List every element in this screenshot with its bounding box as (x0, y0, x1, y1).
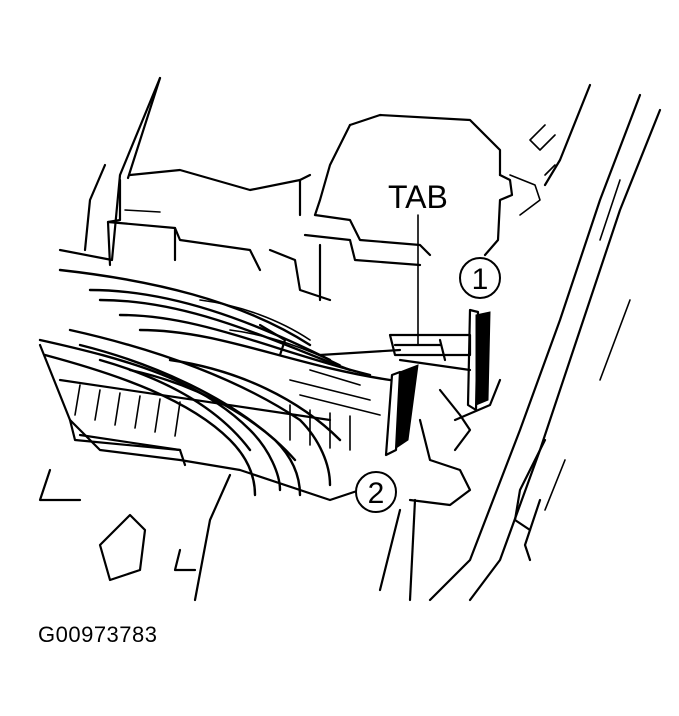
removal-tool-2 (384, 364, 419, 457)
removal-tool-1 (466, 308, 491, 412)
wire-harness (38, 268, 392, 497)
figure-id: G00973783 (38, 622, 158, 647)
right-side-details (513, 124, 566, 562)
callout-2-number: 2 (368, 477, 385, 510)
relay-box-left (83, 163, 312, 272)
tab-label: TAB (388, 179, 448, 215)
relay-box-right (268, 113, 541, 302)
callout-2: 2 (355, 471, 397, 513)
connector-block (38, 323, 381, 502)
callout-1: 1 (459, 257, 501, 299)
lower-left-bracket (38, 468, 232, 602)
callout-1-number: 1 (472, 263, 489, 296)
housing-outline (58, 76, 662, 602)
